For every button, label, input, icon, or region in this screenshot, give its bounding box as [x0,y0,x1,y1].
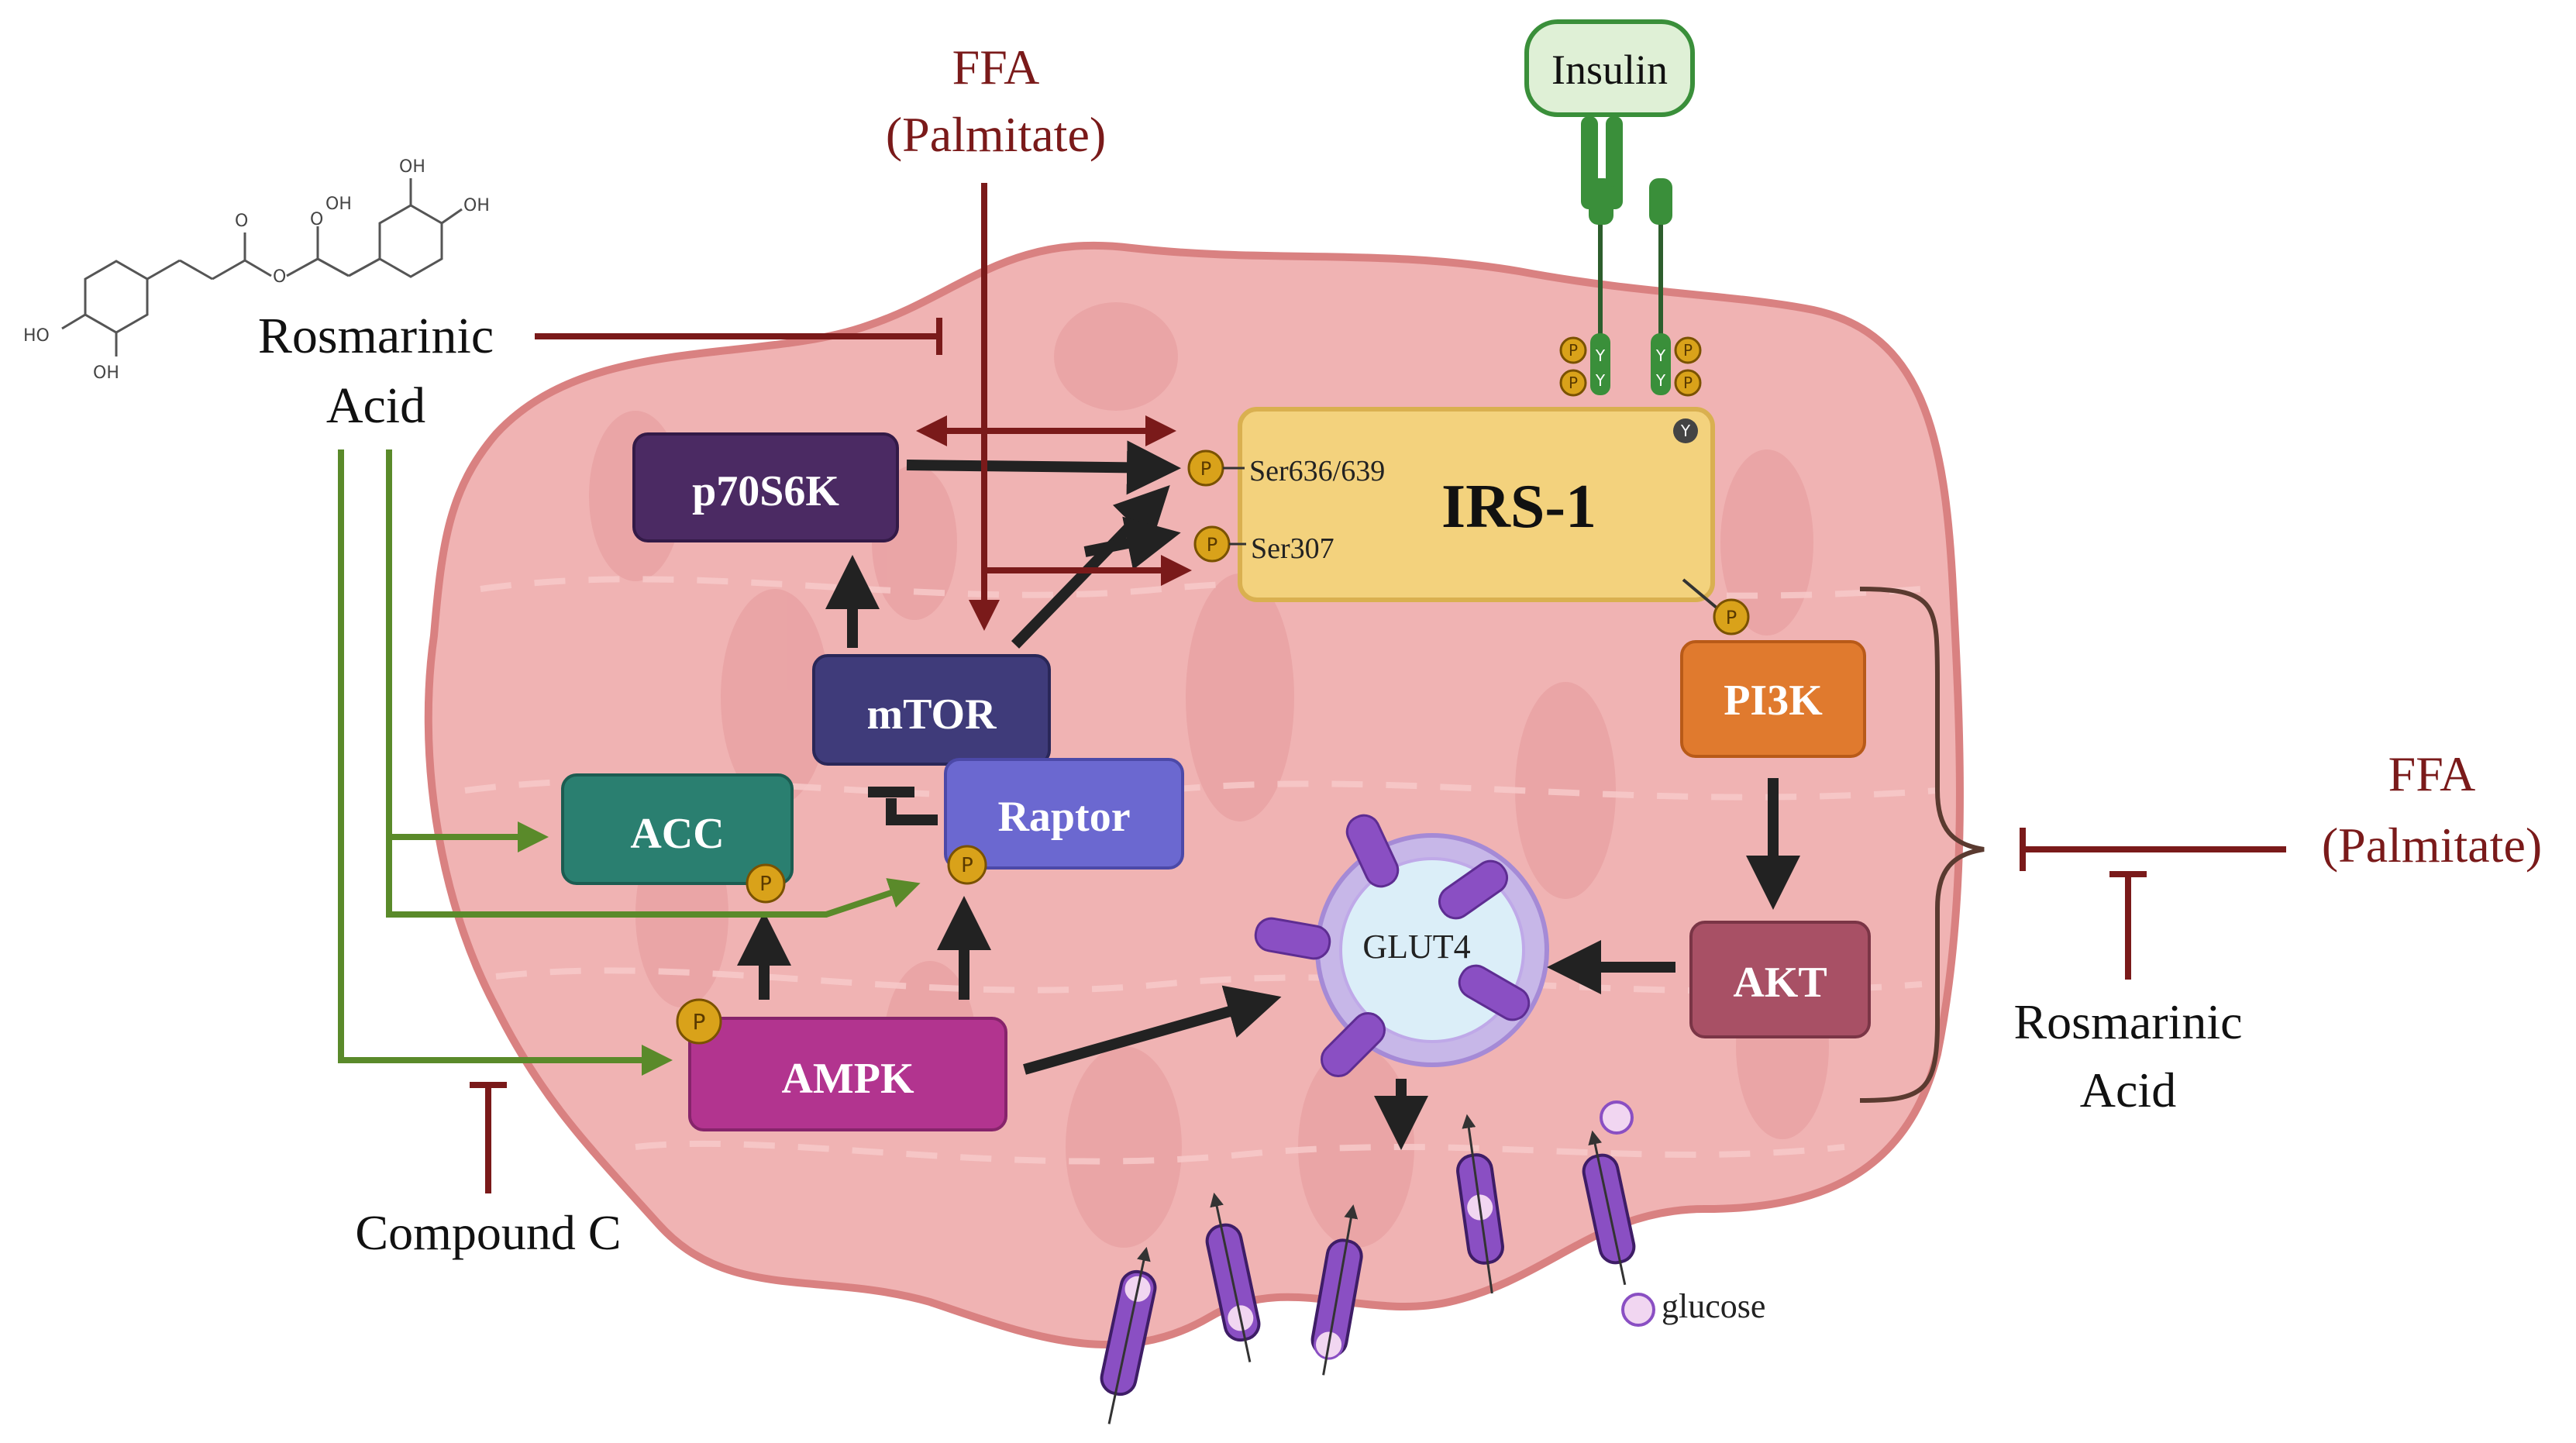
ampk-node: AMPK P [676,998,1007,1131]
svg-text:P: P [961,854,973,877]
rosmarinic-acid-structure [61,178,463,356]
p70s6k-node: p70S6K [632,432,899,542]
raptor-node: Raptor P [944,758,1184,885]
glucose-molecule-icon [1600,1100,1634,1135]
arrow-p70s6k-to-irs1 [906,440,1181,495]
svg-text:Y: Y [1655,346,1666,365]
svg-text:Y: Y [1595,346,1606,365]
structure-oh-label: OH [325,195,352,214]
glucose-transporters [1100,1100,1655,1424]
ser636-label: Ser636/639 [1249,455,1385,487]
svg-text:P: P [1726,607,1737,629]
ampk-label: AMPK [781,1055,914,1103]
structure-ho-label: HO [23,326,50,346]
structure-o-label: O [235,212,248,231]
svg-text:Y: Y [1655,371,1666,390]
irs1-phosphate-icons: P P [1187,449,1246,563]
mtor-node: mTOR [812,654,1051,766]
ffa-arrows [535,183,1192,631]
irs1-node: IRS-1 Ser636/639 Ser307 Y [1238,407,1715,602]
cell-texture [589,302,1829,1248]
acc-label: ACC [630,810,724,858]
receptor-phosphate-icons: P P P P [1559,336,1702,397]
ffa-top-label: (Palmitate) [886,107,1106,162]
svg-text:P: P [1569,341,1578,360]
glucose-molecule-icon [1621,1293,1655,1327]
acc-node: ACC P [561,773,794,904]
svg-text:P: P [1207,534,1217,556]
raptor-inhibits-mtor [868,787,938,825]
svg-text:P: P [759,873,772,896]
ra-to-raptor [386,837,921,918]
svg-text:Y: Y [1680,422,1691,440]
rosmarinic-acid-structure-labels: OH OH OH HO OH O O O [23,157,490,383]
glucose-transporter-icon [1456,1114,1504,1294]
svg-text:P: P [1683,341,1693,360]
rosmarinic-acid-right-label: Acid [2080,1062,2176,1118]
pi3k-label: PI3K [1724,677,1823,725]
akt-node: AKT [1689,921,1871,1038]
ffa-right-label: FFA [2388,746,2476,801]
svg-text:P: P [1200,458,1211,480]
rosmarinic-acid-left-label: Rosmarinic [258,308,494,364]
right-bracket [1859,587,1985,1103]
structure-o-label: O [310,210,323,229]
ffa-right-label: (Palmitate) [2322,818,2542,873]
structure-oh-label: OH [463,196,490,215]
arrow-mtor-to-irs1-ser307 [1083,516,1181,570]
insulin-box [1524,19,1695,117]
rosmarinic-acid-left-label: Acid [326,377,425,434]
rosmarinic-acid-right-label: Rosmarinic [2013,994,2242,1049]
structure-oh-label: OH [93,363,119,383]
p70s6k-label: p70S6K [692,467,839,515]
compound-c-label: Compound C [355,1205,621,1260]
raptor-label: Raptor [997,793,1130,841]
glucose-transporter-icon [1310,1204,1363,1376]
mtor-label: mTOR [867,691,997,739]
ffa-top-label: FFA [952,40,1040,95]
irs1-tyr-icon [1673,418,1698,443]
glut4-label: GLUT4 [1362,928,1470,966]
ra-to-ampk [338,449,673,1076]
ffa-right-inhibition [2020,828,2286,980]
svg-text:Y: Y [1595,371,1606,390]
compound-c-inhibitor [470,1082,507,1193]
irs1-label: IRS-1 [1441,473,1596,541]
svg-text:P: P [693,1009,706,1035]
ser307-label: Ser307 [1251,532,1334,565]
glucose-transporter-icon [1205,1192,1261,1362]
structure-oh-label: OH [399,157,425,177]
arrow-ampk-to-glut4 [1023,985,1282,1075]
insulin-label: Insulin [1551,46,1668,93]
svg-text:P: P [1683,374,1693,392]
glucose-transporter-icon [1582,1130,1636,1286]
glucose-label: glucose [1662,1287,1765,1325]
glucose-transporter-icon [1100,1246,1157,1424]
akt-label: AKT [1733,959,1827,1007]
ra-activation-arrows [338,449,921,1076]
pi3k-node: P PI3K [1680,578,1866,758]
svg-text:P: P [1569,374,1578,392]
insulin-receptor-icon: Insulin Y Y Y Y [1524,19,1695,395]
structure-o-label: O [273,267,286,287]
